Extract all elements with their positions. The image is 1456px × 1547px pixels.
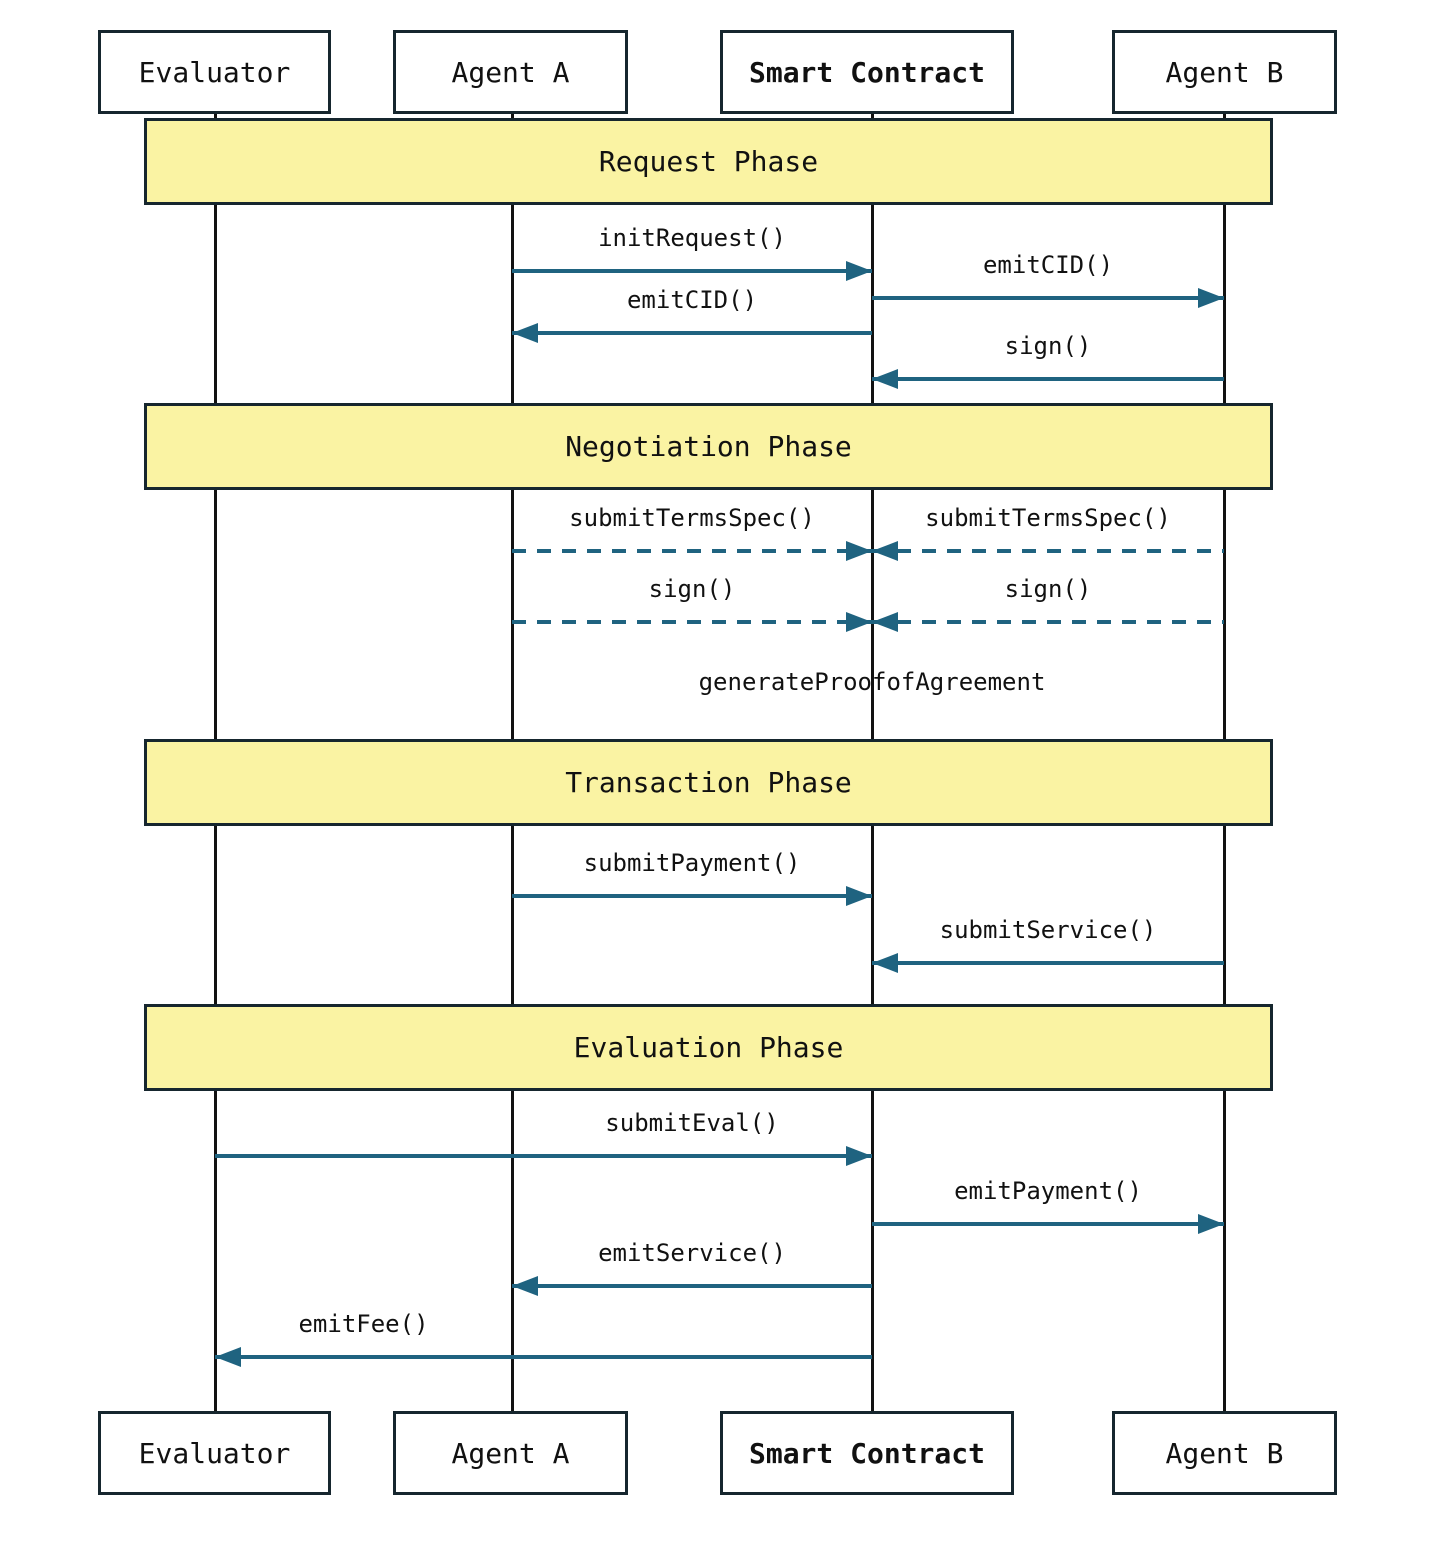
participant-label-agent_b: Agent B: [1165, 1436, 1284, 1470]
message-label: submitService(): [939, 916, 1157, 944]
message-arrow-line: [872, 549, 1224, 553]
message-arrow-line: [872, 377, 1224, 381]
phase-banner-evaluation: Evaluation Phase: [144, 1004, 1273, 1091]
message-label: submitPayment(): [583, 849, 801, 877]
participant-label-evaluator: Evaluator: [138, 1436, 291, 1470]
message-arrow-line: [872, 620, 1224, 624]
message-arrow-line: [512, 894, 872, 898]
message-label: submitEval(): [605, 1109, 779, 1137]
participant-box-smart_contract-bottom: Smart Contract: [720, 1411, 1014, 1495]
message-arrow-line: [512, 1284, 872, 1288]
message-arrow-line: [512, 331, 872, 335]
phase-label-transaction: Transaction Phase: [565, 766, 852, 799]
phase-label-request: Request Phase: [598, 145, 819, 178]
message-arrowhead: [215, 1347, 241, 1367]
message-label: emitFee(): [298, 1310, 429, 1338]
phase-banner-negotiation: Negotiation Phase: [144, 403, 1273, 490]
participant-box-evaluator-bottom: Evaluator: [98, 1411, 331, 1495]
phase-banner-request: Request Phase: [144, 118, 1273, 205]
participant-box-smart_contract-top: Smart Contract: [720, 30, 1014, 114]
message-label: emitCID(): [626, 286, 758, 314]
message-arrowhead: [846, 612, 872, 632]
message-arrowhead: [872, 541, 898, 561]
phase-banner-transaction: Transaction Phase: [144, 739, 1273, 826]
participant-label-agent_a: Agent A: [451, 1436, 570, 1470]
message-arrow-line: [872, 296, 1224, 300]
message-arrowhead: [1198, 1214, 1224, 1234]
message-arrowhead: [846, 1146, 872, 1166]
message-arrow-line: [215, 1154, 872, 1158]
message-arrowhead: [846, 261, 872, 281]
message-arrow-line: [512, 549, 872, 553]
message-label: emitCID(): [982, 251, 1114, 279]
message-arrow-line: [512, 620, 872, 624]
participant-label-agent_a: Agent A: [451, 55, 570, 89]
participant-box-agent_b-top: Agent B: [1112, 30, 1337, 114]
participant-box-evaluator-top: Evaluator: [98, 30, 331, 114]
phase-label-negotiation: Negotiation Phase: [565, 430, 852, 463]
message-arrowhead: [512, 1276, 538, 1296]
participant-box-agent_a-top: Agent A: [393, 30, 628, 114]
message-label: initRequest(): [598, 224, 786, 252]
message-arrow-line: [215, 1355, 872, 1359]
participant-box-agent_b-bottom: Agent B: [1112, 1411, 1337, 1495]
message-label: sign(): [648, 575, 736, 603]
message-arrowhead: [872, 953, 898, 973]
message-arrowhead: [846, 886, 872, 906]
message-label: emitService(): [598, 1239, 786, 1267]
message-note: generateProofofAgreement: [698, 668, 1046, 696]
message-arrow-line: [872, 961, 1224, 965]
message-label: submitTermsSpec(): [925, 504, 1171, 532]
message-label: sign(): [1004, 332, 1092, 360]
participant-label-evaluator: Evaluator: [138, 55, 291, 89]
participant-label-smart_contract: Smart Contract: [748, 55, 985, 89]
message-arrowhead: [846, 541, 872, 561]
message-label: submitTermsSpec(): [569, 504, 815, 532]
message-arrowhead: [872, 369, 898, 389]
message-label: sign(): [1004, 575, 1092, 603]
participant-box-agent_a-bottom: Agent A: [393, 1411, 628, 1495]
participant-label-agent_b: Agent B: [1165, 55, 1284, 89]
message-arrow-line: [872, 1222, 1224, 1226]
message-arrowhead: [1198, 288, 1224, 308]
phase-label-evaluation: Evaluation Phase: [573, 1031, 844, 1064]
message-arrow-line: [512, 269, 872, 273]
message-arrowhead: [512, 323, 538, 343]
message-label: emitPayment(): [954, 1177, 1142, 1205]
message-arrowhead: [872, 612, 898, 632]
participant-label-smart_contract: Smart Contract: [748, 1436, 985, 1470]
